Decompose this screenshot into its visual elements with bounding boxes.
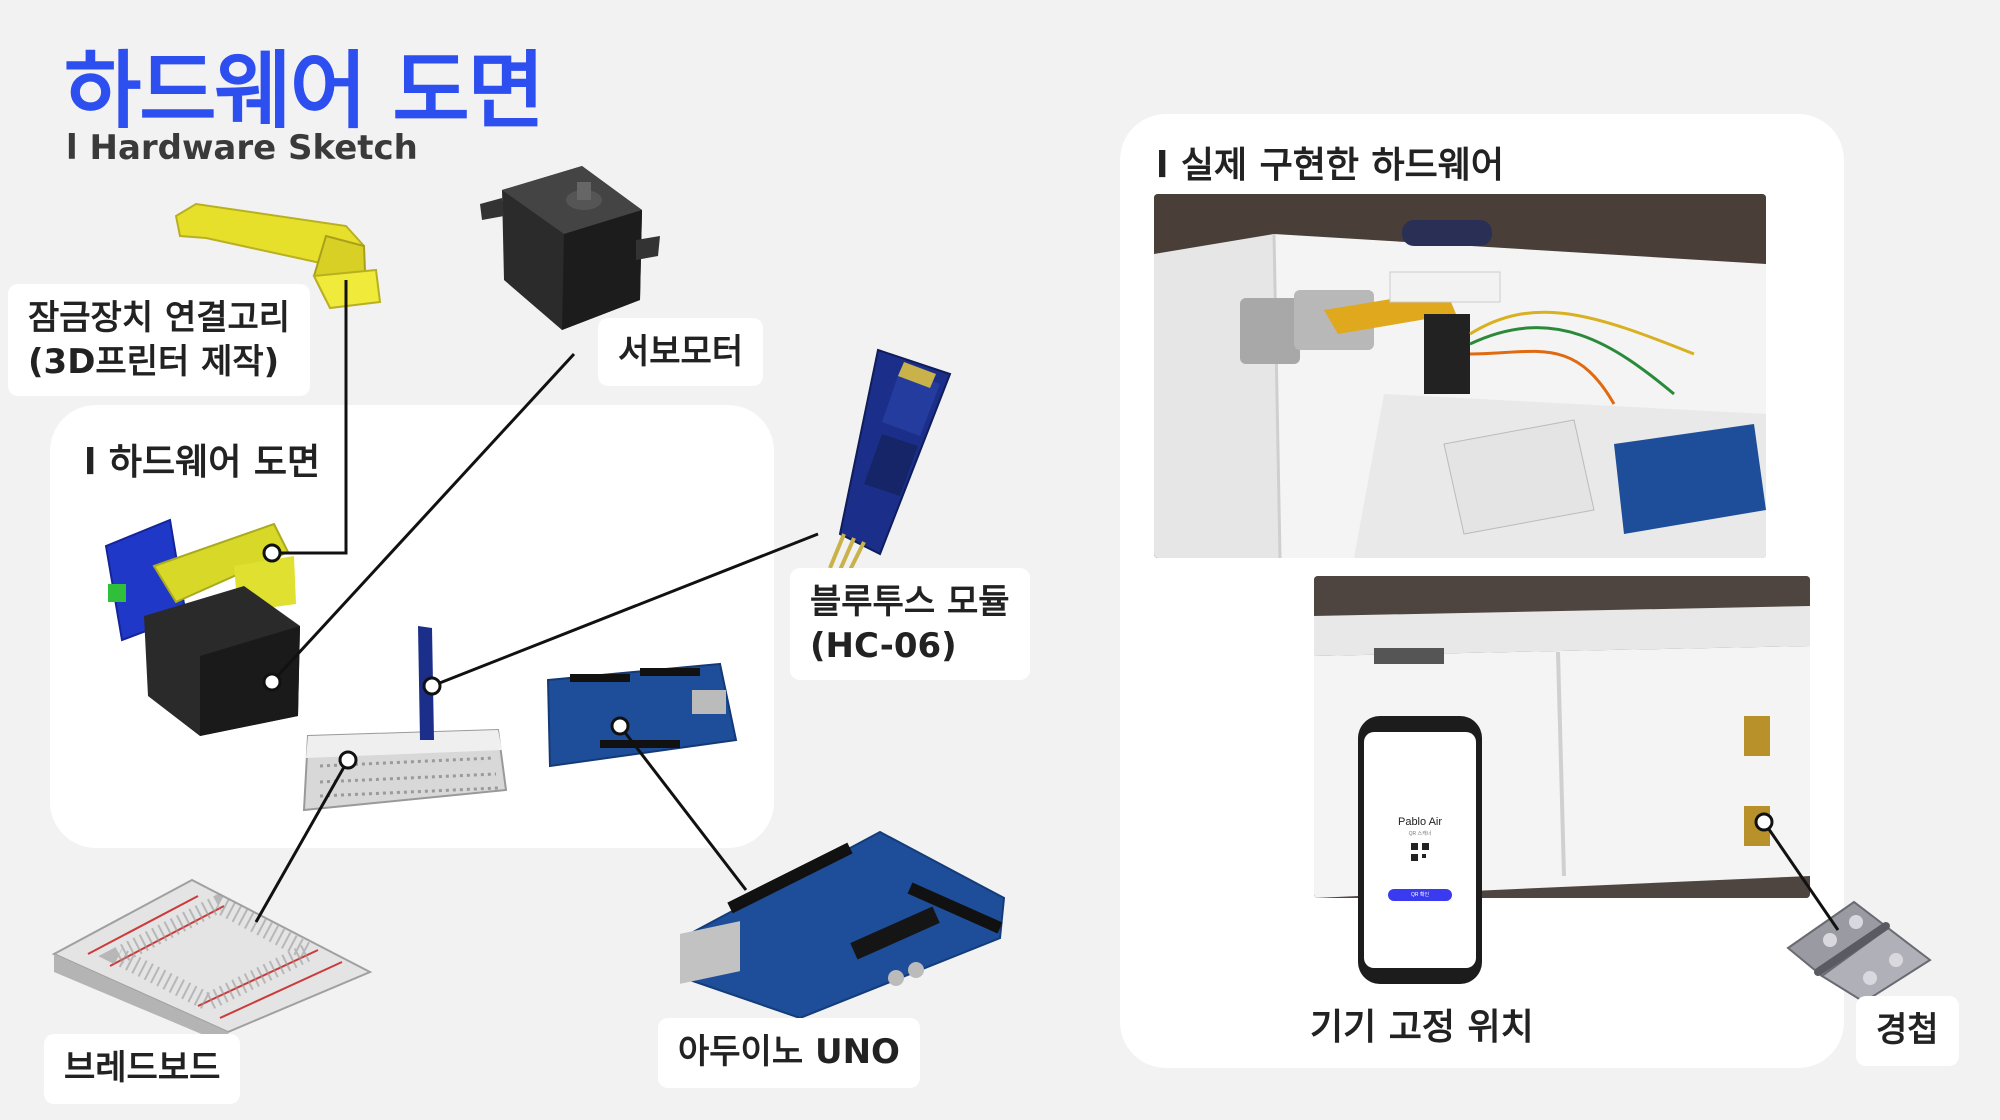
label-hinge: 경첩 xyxy=(1856,996,1959,1066)
label-bluetooth-line1: 블루투스 모듈 xyxy=(810,582,1010,622)
photo-hardware-top xyxy=(1154,194,1766,558)
photo-hardware-top-scene xyxy=(1154,194,1766,558)
label-arduino: 아두이노 UNO xyxy=(658,1018,920,1088)
page-subtitle: l Hardware Sketch xyxy=(66,128,418,168)
servo-assembly-illustration xyxy=(104,518,300,736)
qr-code-icon xyxy=(1411,843,1429,861)
bluetooth-module-illustration xyxy=(828,348,952,571)
label-bluetooth-line2: (HC-06) xyxy=(810,626,957,667)
label-lock-hook: 잠금장치 연결고리 (3D프린터 제작) xyxy=(8,284,311,397)
phone-screen: Pablo Air QR 스캐너 QR 확인 xyxy=(1364,732,1476,968)
small-arduino-illustration xyxy=(546,662,738,768)
phone-qr-button[interactable]: QR 확인 xyxy=(1388,889,1452,901)
phone-app-name: Pablo Air xyxy=(1397,816,1443,828)
label-lock-hook-line2: (3D프린터 제작) xyxy=(28,342,280,383)
sketch-panel-heading: l 하드웨어 도면 xyxy=(84,442,321,483)
page-title: 하드웨어 도면 xyxy=(64,42,545,140)
large-arduino-illustration xyxy=(680,830,1006,1020)
label-device-position: 기기 고정 위치 xyxy=(1310,1007,1534,1048)
label-breadboard: 브레드보드 xyxy=(44,1034,241,1104)
label-bluetooth: 블루투스 모듈 (HC-06) xyxy=(790,568,1030,681)
hinge-illustration xyxy=(1786,900,1932,1004)
servo-motor-illustration xyxy=(480,166,660,330)
label-servo: 서보모터 xyxy=(598,318,764,386)
large-breadboard-illustration xyxy=(51,878,373,1046)
phone-mockup: Pablo Air QR 스캐너 QR 확인 xyxy=(1358,716,1482,984)
real-panel-heading: l 실제 구현한 하드웨어 xyxy=(1156,145,1505,186)
phone-app-sub: QR 스캐너 xyxy=(1408,831,1432,837)
label-lock-hook-line1: 잠금장치 연결고리 xyxy=(28,298,291,338)
small-breadboard-illustration xyxy=(302,626,508,812)
